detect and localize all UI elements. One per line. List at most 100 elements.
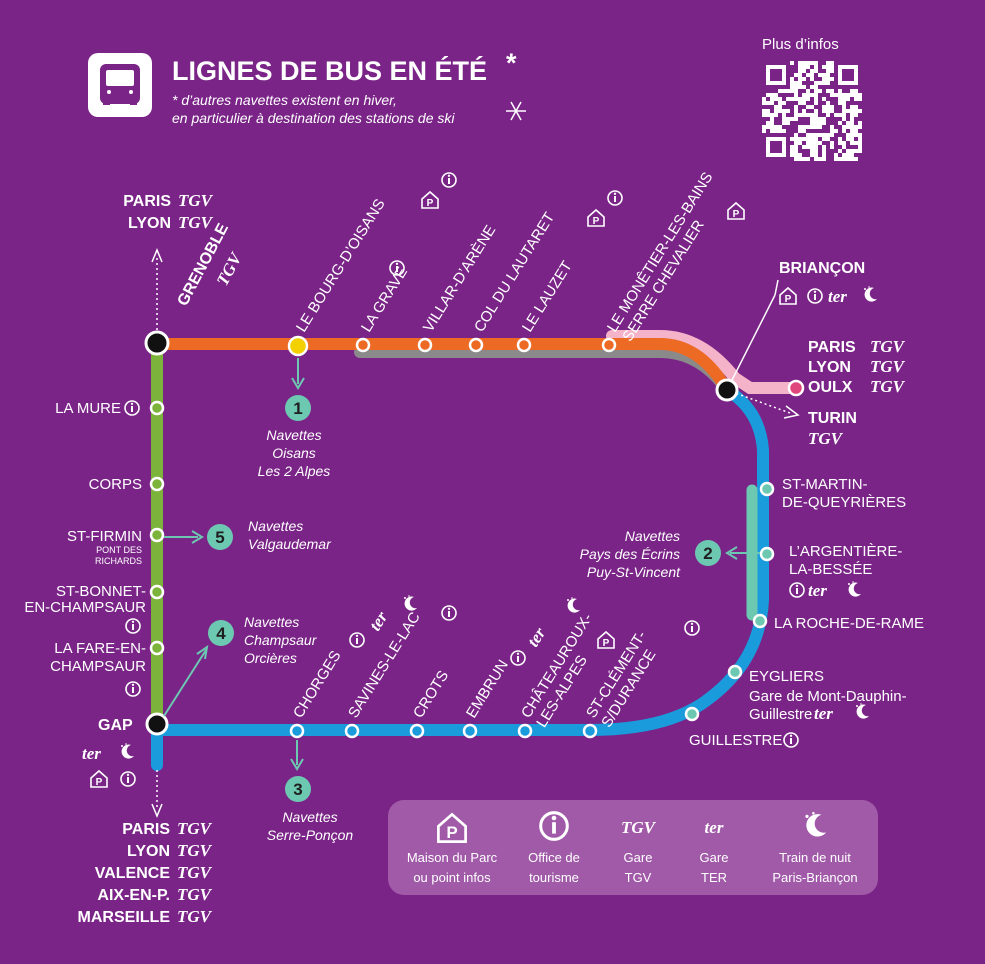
south-stop-label: CROTS [410,668,452,722]
oulx-station[interactable] [787,379,805,397]
station-west-3[interactable] [149,584,165,600]
shuttle-line1: Navettes [282,809,337,825]
info-icon [441,172,457,188]
tgv-city: LYON [128,215,171,232]
east-stop-name: LA ROCHE-DE-RAME [774,615,924,632]
shuttle-number: 1 [293,399,302,418]
station-north-3[interactable] [468,337,484,353]
info-icon [441,605,457,621]
grenoble-station[interactable] [144,330,170,356]
qr-block: Plus d’infos [762,36,862,161]
shuttle-badge[interactable] [207,524,233,550]
shuttle-number: 2 [703,544,712,563]
legend-label-line1: Gare [700,850,729,865]
station-bourg-doisans[interactable] [287,335,309,357]
station-west-0[interactable] [149,400,165,416]
subtitle-line1: * d’autres navettes existent en hiver, [172,92,397,108]
ter-logo: ter [705,818,724,837]
west-stop-name: LA MURE [55,400,121,417]
info-icon [349,632,365,648]
tgv-logo: TGV [178,213,214,232]
info-icon [510,650,526,666]
shuttle-badge[interactable] [285,776,311,802]
shuttle-arrowhead [725,546,738,560]
west-stop-name: LA FARE-EN- [54,640,146,657]
tgv-logo: TGV [177,885,213,904]
legend-label-line1: Train de nuit [779,850,851,865]
shuttle-line2: Serre-Ponçon [267,827,354,843]
station-south-0[interactable] [289,723,305,739]
legend-label-line1: Office de [528,850,580,865]
snowflake-icon [506,101,526,121]
shuttle-badge[interactable] [208,620,234,646]
briancon-ter-logo: ter [828,287,847,306]
north-stop-label: LA GRAVE [358,264,411,335]
west-stop-name: CORPS [89,476,142,493]
station-east-0[interactable] [759,481,775,497]
shuttle-badge[interactable] [285,395,311,421]
night-train-icon [121,743,134,759]
shuttle-badge[interactable] [695,540,721,566]
grenoble-block: GRENOBLE TGV [175,221,247,309]
station-south-5[interactable] [582,723,598,739]
legend-label-line1: Maison du Parc [407,850,498,865]
station-east-4[interactable] [684,706,700,722]
night-train-icon [404,595,417,611]
south-stop-name: CROTS [410,668,452,722]
turin-label: TURIN [808,410,857,427]
south-stop-label: CHORGES [290,648,345,721]
station-north-4[interactable] [516,337,532,353]
page-title: LIGNES DE BUS EN ÉTÉ [172,55,487,86]
info-icon [684,620,700,636]
info-icon [125,618,141,634]
night-train-icon [567,597,580,613]
shuttle-line2: Valgaudemar [248,536,332,552]
info-icon [607,190,623,206]
west-stop-sub: RICHARDS [95,556,142,566]
eygliers-ter-logo: ter [814,704,833,723]
station-east-3[interactable] [727,664,743,680]
station-north-1[interactable] [355,337,371,353]
east-stop-name: ST-MARTIN- [782,476,868,493]
qr-code-icon[interactable] [762,61,862,161]
chorges-ter-logo: ter [365,608,391,634]
briancon-block: BRIANÇON ter [779,260,877,306]
station-north-5[interactable] [601,337,617,353]
gap-station[interactable] [145,712,169,736]
shuttle-line2: Pays des Écrins [580,546,680,562]
orange-line [151,338,733,396]
east-stop-name2: DE-QUEYRIÈRES [782,494,906,511]
shuttle-number: 4 [216,624,226,643]
info-icon [807,288,823,304]
tgv-logo: TGV [177,841,213,860]
park-house-icon [727,202,745,221]
station-west-1[interactable] [149,476,165,492]
station-south-1[interactable] [344,723,360,739]
legend-label-line2: TGV [625,870,652,885]
shuttle-line2: Champsaur [244,632,318,648]
station-south-4[interactable] [517,723,533,739]
west-stop-sub: PONT DES [96,545,142,555]
legend-label-line1: Gare [624,850,653,865]
station-east-1[interactable] [759,546,775,562]
station-north-2[interactable] [417,337,433,353]
station-east-2[interactable] [752,613,768,629]
station-south-3[interactable] [462,723,478,739]
tgv-city: LYON [127,843,170,860]
gap-ter-logo: ter [82,744,101,763]
east-stop-name: EYGLIERS [749,668,824,685]
briancon-station[interactable] [715,378,739,402]
south-stop-name: EMBRUN [463,657,512,721]
info-icon [125,681,141,697]
station-west-4[interactable] [149,640,165,656]
tgv-logo: TGV [870,337,906,356]
station-west-2[interactable] [149,527,165,543]
south-stop-name: CHORGES [290,648,345,721]
qr-label: Plus d’infos [762,36,839,53]
station-south-2[interactable] [409,723,425,739]
tgv-city: PARIS [123,193,171,210]
